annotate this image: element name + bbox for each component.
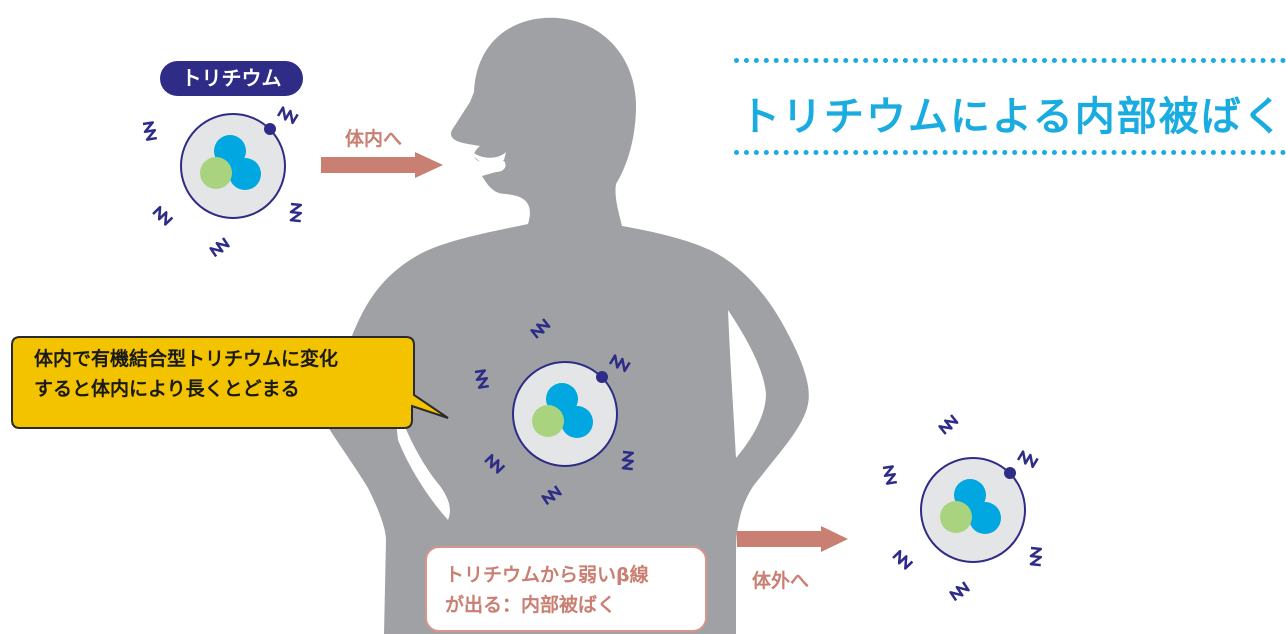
callout-line-2: すると体内により長くとどまる	[34, 378, 300, 400]
tritium-atom-excreted	[879, 414, 1047, 601]
human-silhouette	[324, 17, 809, 634]
arrow-into-body	[321, 152, 443, 178]
beta-line-1: トリチウムから弱いβ線	[445, 564, 649, 586]
tritium-label: トリチウム	[160, 61, 303, 96]
title-block: トリチウムによる内部被ばく	[734, 58, 1286, 158]
out-of-body-label: 体外へ	[752, 570, 810, 592]
beta-ray-box: トリチウムから弱いβ線 が出る：内部被ばく	[425, 546, 707, 632]
title-bottom-dotted-line	[734, 150, 1286, 155]
title-top-dotted-line	[734, 58, 1286, 63]
beta-ray-text: トリチウムから弱いβ線 が出る：内部被ばく	[445, 560, 649, 620]
arrow-out-of-body	[737, 526, 848, 552]
tritium-atom-outside	[139, 70, 307, 257]
into-body-label: 体内へ	[345, 128, 403, 150]
callout-text: 体内で有機結合型トリチウムに変化 すると体内により長くとどまる	[34, 344, 414, 404]
mouth	[470, 150, 506, 165]
beta-line-2: が出る：内部被ばく	[445, 594, 617, 616]
callout-line-1: 体内で有機結合型トリチウムに変化	[34, 348, 339, 370]
callout-bubble	[11, 336, 449, 429]
page-title: トリチウムによる内部被ばく	[740, 94, 1285, 140]
